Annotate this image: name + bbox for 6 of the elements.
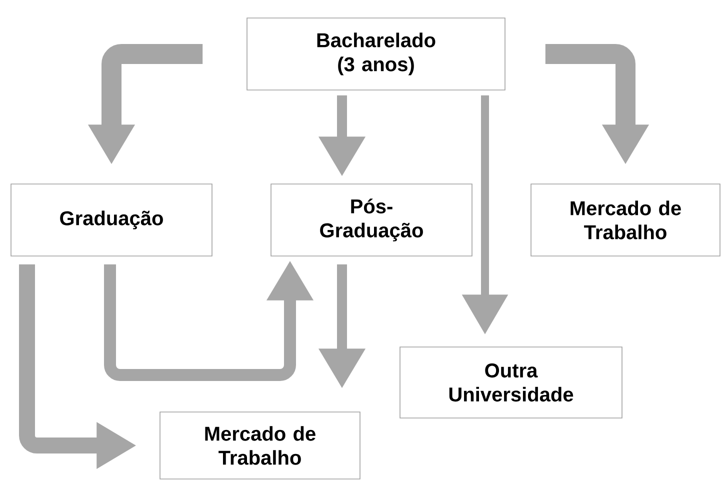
process-box: Bacharelado (3 anos) [246,18,506,90]
process-box: Outra Universidade [400,346,622,418]
process-box: Graduação [10,184,212,256]
process-box: Pós-Graduação [270,184,472,256]
process-box: Mercado de Trabalho [160,412,360,480]
process-box: Mercado de Trabalho [530,184,720,256]
